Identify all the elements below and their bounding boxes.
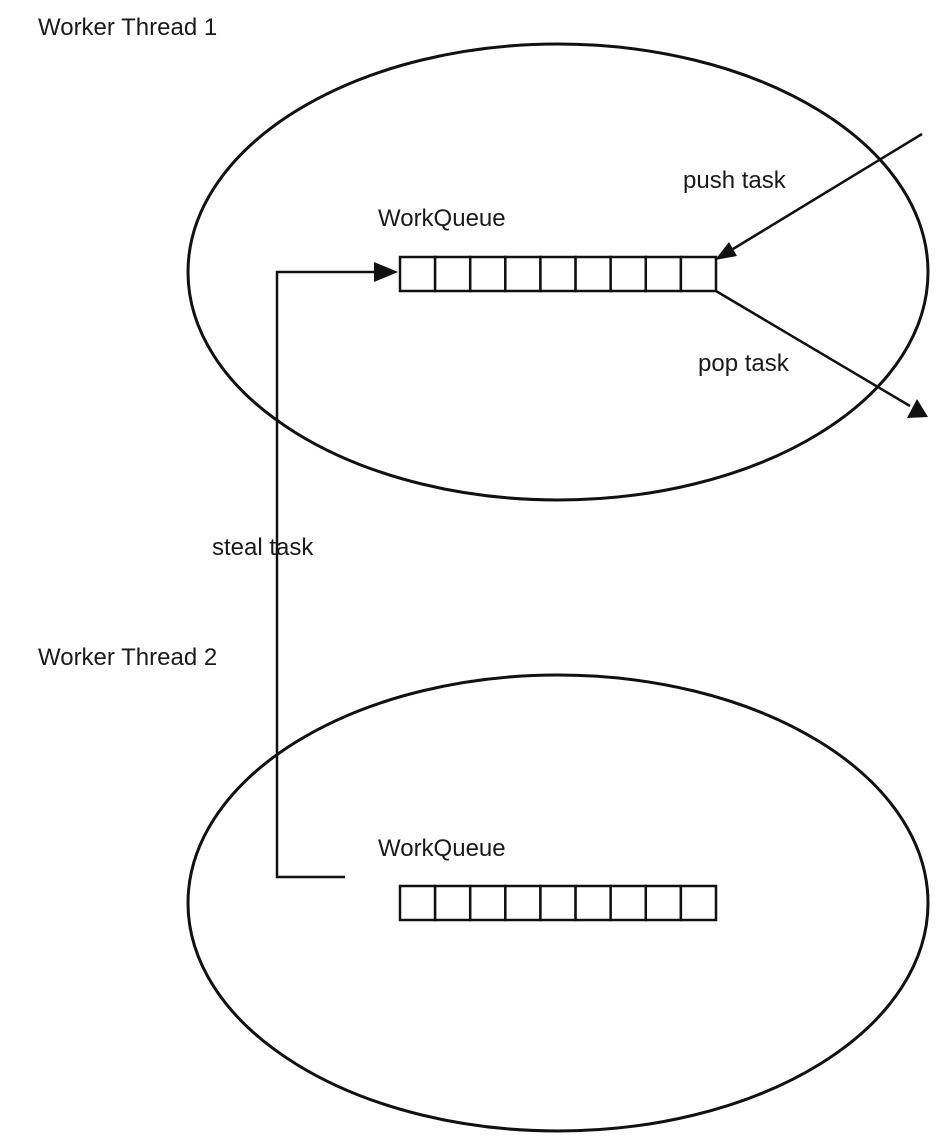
worker-thread-2-label: Worker Thread 2 — [38, 644, 217, 671]
worker-thread-1-boundary — [186, 42, 930, 502]
workqueue-1 — [398, 255, 718, 293]
workqueue-2-slot — [468, 884, 507, 922]
workqueue-1-slot — [574, 255, 612, 293]
steal-task-arrowhead — [374, 262, 398, 282]
workqueue-2-slot — [539, 884, 577, 922]
workqueue-1-slot — [679, 255, 718, 293]
workqueue-1-slot — [609, 255, 648, 293]
workqueue-2 — [398, 884, 718, 922]
workqueue-2-slot — [679, 884, 718, 922]
push-task-arrow-line — [732, 132, 923, 251]
steal-task-label: steal task — [212, 534, 314, 561]
workqueue-1-slot — [398, 255, 437, 293]
worker-thread-2-boundary — [186, 673, 930, 1133]
push-task-edge: push task — [683, 132, 923, 260]
steal-task-arrow-path — [275, 270, 378, 879]
workqueue-1-slot — [539, 255, 577, 293]
workqueue-2-slot — [644, 884, 683, 922]
pop-task-arrow-line — [715, 289, 911, 408]
workqueue-1-label: WorkQueue — [378, 205, 506, 232]
pop-task-edge: pop task — [698, 289, 928, 418]
worker-thread-1: Worker Thread 1 WorkQueue — [38, 14, 930, 502]
workqueue-2-slot — [504, 884, 542, 922]
worker-thread-1-label: Worker Thread 1 — [38, 14, 217, 41]
pop-task-label: pop task — [698, 350, 790, 377]
workqueue-2-label: WorkQueue — [378, 835, 506, 862]
push-task-arrowhead — [715, 242, 737, 260]
workqueue-2-slot — [433, 884, 472, 922]
workqueue-2-slot — [398, 884, 437, 922]
workqueue-1-slot — [433, 255, 472, 293]
workqueue-1-slot — [468, 255, 507, 293]
push-task-label: push task — [683, 167, 787, 194]
workqueue-2-slot — [609, 884, 648, 922]
workqueue-2-slot — [574, 884, 612, 922]
steal-task-edge: steal task — [212, 262, 398, 879]
workqueue-1-slot — [644, 255, 683, 293]
pop-task-arrowhead — [907, 399, 928, 418]
worker-thread-2: Worker Thread 2 WorkQueue — [38, 644, 930, 1133]
workqueue-1-slot — [504, 255, 542, 293]
